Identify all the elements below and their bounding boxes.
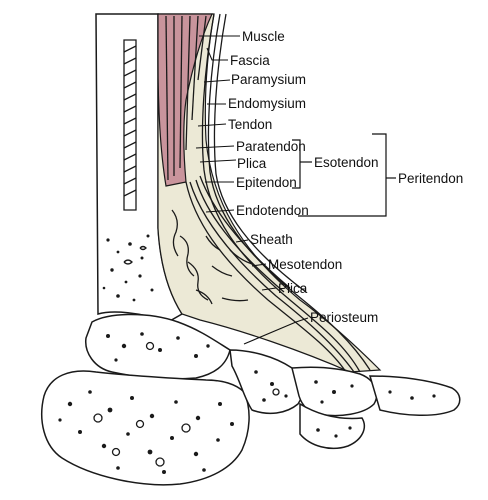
label-plica-lower: Plica	[278, 281, 308, 296]
muscle-fibres	[165, 15, 207, 181]
label-sheath: Sheath	[250, 232, 293, 247]
label-periosteum: Periosteum	[310, 310, 378, 325]
labels: Muscle Fascia Paramysium Endomysium Tend…	[228, 29, 463, 325]
label-endotendon: Endotendon	[236, 203, 309, 218]
label-epitendon: Epitendon	[236, 175, 297, 190]
foot-bones	[41, 313, 461, 486]
label-tendon: Tendon	[228, 117, 272, 132]
leader-lines	[195, 35, 309, 345]
muscle-belly	[157, 13, 213, 187]
connective-texture	[171, 209, 253, 305]
label-plica-upper: Plica	[237, 156, 267, 171]
label-endomysium: Endomysium	[228, 96, 306, 111]
tendon-layers	[185, 13, 371, 373]
label-paratendon: Paratendon	[236, 139, 306, 154]
label-mesotendon: Mesotendon	[268, 257, 342, 272]
brackets	[292, 133, 396, 217]
label-paramysium: Paramysium	[231, 72, 306, 87]
label-muscle: Muscle	[242, 29, 285, 44]
bone-rings	[93, 341, 280, 467]
bone-dots	[58, 332, 436, 474]
label-esotendon: Esotendon	[314, 155, 379, 170]
label-fascia: Fascia	[230, 53, 270, 68]
label-peritendon: Peritendon	[398, 171, 463, 186]
